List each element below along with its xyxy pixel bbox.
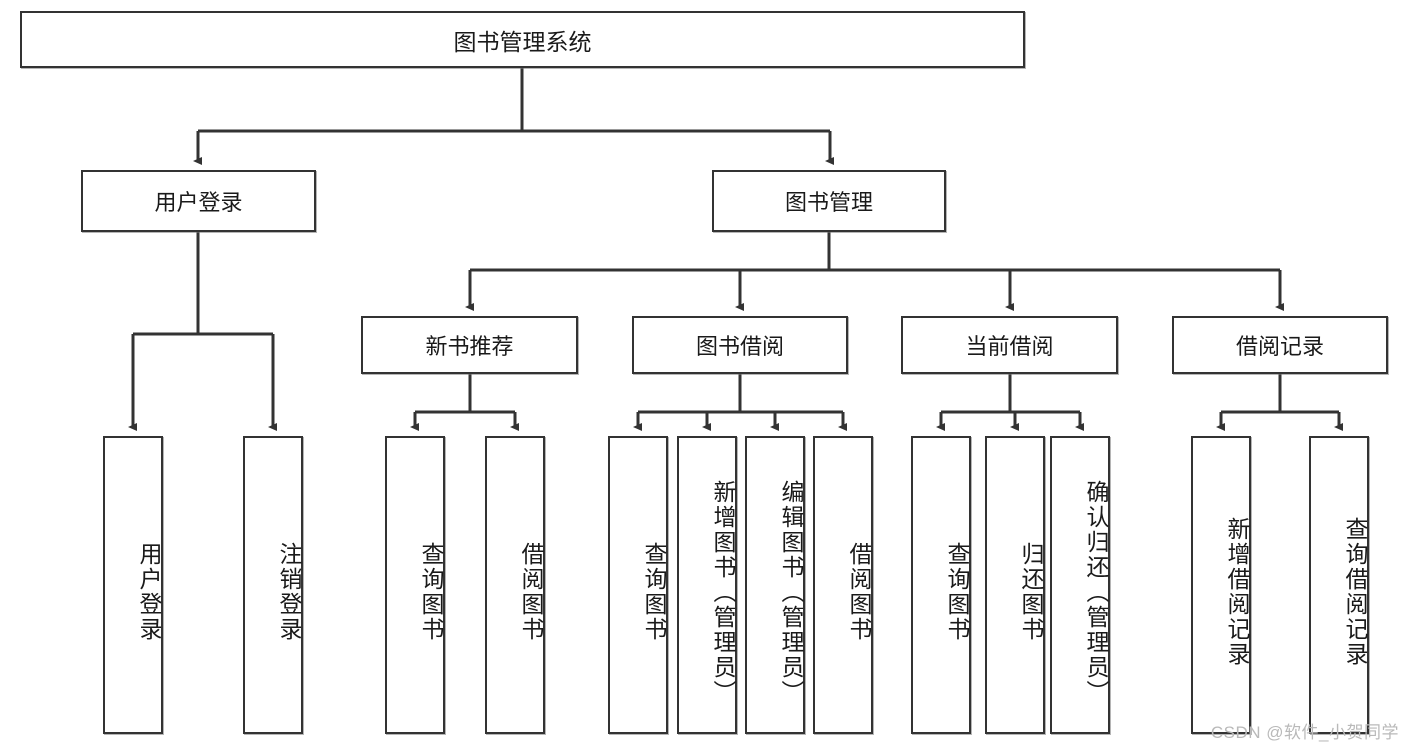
node-leaf-logout[interactable]: 注销登录: [243, 436, 303, 734]
node-leaf-query-book-borrow-label: 查询图书: [641, 542, 667, 642]
node-leaf-confirm-return-admin-label: 确认归还（管理员）: [1083, 479, 1109, 705]
node-leaf-edit-book-admin-label: 编辑图书（管理员）: [778, 479, 804, 705]
node-leaf-query-book-rec-label: 查询图书: [418, 542, 444, 642]
node-leaf-query-book-current[interactable]: 查询图书: [911, 436, 971, 734]
node-leaf-query-book-rec[interactable]: 查询图书: [385, 436, 445, 734]
node-book-borrow-label: 图书借阅: [695, 334, 784, 359]
node-leaf-query-book-current-label: 查询图书: [944, 542, 970, 642]
node-leaf-return-book[interactable]: 归还图书: [985, 436, 1045, 734]
node-new-book-recommend[interactable]: 新书推荐: [361, 316, 578, 374]
node-new-book-recommend-label: 新书推荐: [425, 334, 514, 359]
node-leaf-query-book-borrow[interactable]: 查询图书: [608, 436, 668, 734]
node-leaf-logout-label: 注销登录: [276, 542, 302, 642]
node-leaf-add-borrow-record[interactable]: 新增借阅记录: [1191, 436, 1251, 734]
node-leaf-borrow-book-rec-label: 借阅图书: [518, 542, 544, 642]
node-leaf-edit-book-admin[interactable]: 编辑图书（管理员）: [745, 436, 805, 734]
node-leaf-borrow-book-rec[interactable]: 借阅图书: [485, 436, 545, 734]
node-root-system[interactable]: 图书管理系统: [20, 11, 1025, 68]
node-book-borrow[interactable]: 图书借阅: [632, 316, 848, 374]
node-current-borrow[interactable]: 当前借阅: [901, 316, 1118, 374]
node-leaf-user-login-label: 用户登录: [136, 542, 162, 642]
node-leaf-user-login[interactable]: 用户登录: [103, 436, 163, 734]
node-leaf-add-book-admin-label: 新增图书（管理员）: [710, 479, 736, 705]
node-current-borrow-label: 当前借阅: [965, 334, 1054, 359]
node-user-login-label: 用户登录: [154, 190, 243, 215]
node-book-manage-label: 图书管理: [784, 190, 873, 215]
node-borrow-record[interactable]: 借阅记录: [1172, 316, 1388, 374]
node-leaf-borrow-book-borrow-label: 借阅图书: [846, 542, 872, 642]
node-leaf-add-book-admin[interactable]: 新增图书（管理员）: [677, 436, 737, 734]
node-leaf-add-borrow-record-label: 新增借阅记录: [1224, 517, 1250, 667]
node-user-login[interactable]: 用户登录: [81, 170, 316, 232]
node-leaf-confirm-return-admin[interactable]: 确认归还（管理员）: [1050, 436, 1110, 734]
node-book-manage[interactable]: 图书管理: [712, 170, 946, 232]
node-leaf-return-book-label: 归还图书: [1018, 542, 1044, 642]
node-root-label: 图书管理系统: [453, 28, 592, 55]
node-leaf-query-borrow-record-label: 查询借阅记录: [1342, 517, 1368, 667]
node-leaf-borrow-book-borrow[interactable]: 借阅图书: [813, 436, 873, 734]
node-borrow-record-label: 借阅记录: [1235, 334, 1324, 359]
node-leaf-query-borrow-record[interactable]: 查询借阅记录: [1309, 436, 1369, 734]
watermark-text: CSDN @软件_小贺同学: [1210, 723, 1399, 742]
